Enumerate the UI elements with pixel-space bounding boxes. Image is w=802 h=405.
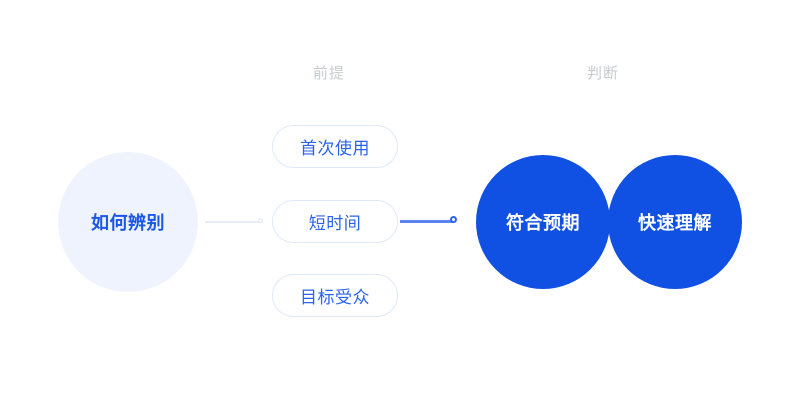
premise-pill-short-time[interactable]: 短时间 xyxy=(272,200,398,243)
outcome-node-quick-understanding[interactable]: 快速理解 xyxy=(608,155,742,289)
source-node-label: 如何辨别 xyxy=(91,213,165,233)
premise-pill-target-audience[interactable]: 目标受众 xyxy=(272,274,398,317)
connector-source-endpoint-dot xyxy=(258,218,263,223)
premise-pill-label: 目标受众 xyxy=(300,288,370,307)
premise-pill-first-use[interactable]: 首次使用 xyxy=(272,125,398,168)
column-header-judgement: 判断 xyxy=(587,65,620,82)
outcome-node-label: 快速理解 xyxy=(638,213,712,233)
outcome-node-label: 符合预期 xyxy=(506,213,580,233)
premise-pill-label: 首次使用 xyxy=(300,139,370,158)
source-node-circle[interactable]: 如何辨别 xyxy=(58,152,198,292)
connector-premise-to-outcome xyxy=(400,220,454,223)
connector-source-to-premise xyxy=(205,221,263,223)
column-header-premise: 前提 xyxy=(313,65,346,82)
outcome-node-meets-expectation[interactable]: 符合预期 xyxy=(476,155,610,289)
premise-pill-label: 短时间 xyxy=(308,214,362,233)
connector-outcome-endpoint-dot xyxy=(450,216,457,223)
